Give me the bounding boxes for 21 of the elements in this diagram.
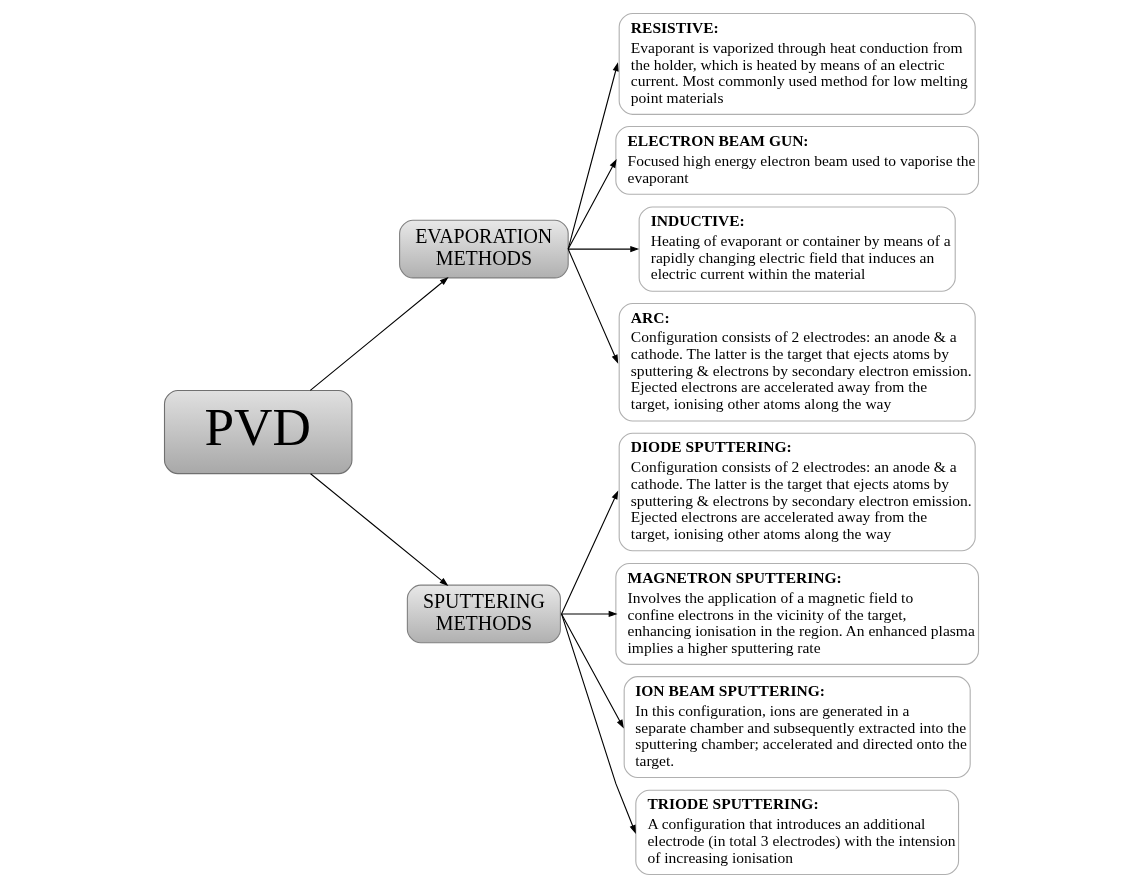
arrow bbox=[567, 61, 619, 250]
node-box: ELECTRON BEAM GUN: Focused high energy electron beam used to vaporise the evaporant bbox=[615, 125, 980, 195]
node-box: TRIODE SPUTTERING: A configuration that introduces an additional electrode (in total 3 electrodes) with the intension of increasing ionisation bbox=[635, 789, 960, 875]
arrow bbox=[560, 612, 636, 834]
arrow bbox=[567, 158, 617, 250]
arrow bbox=[309, 276, 449, 391]
arrow bbox=[567, 245, 640, 252]
node-box: ION BEAM SPUTTERING: In this configuration, ions are generated in a separate chamber and subsequently extracted into the sputtering chamber; accelerated and directed onto the target. bbox=[623, 675, 971, 778]
node-box: PVD bbox=[163, 389, 353, 474]
arrow bbox=[310, 472, 449, 586]
node-box: SPUTTERING METHODS bbox=[406, 584, 561, 643]
arrow bbox=[560, 610, 618, 617]
arrow bbox=[560, 612, 624, 729]
arrow bbox=[567, 248, 619, 364]
node-box: DIODE SPUTTERING: Configuration consists of 2 electrodes: an anode & a cathode. The latter is the target that ejects atoms by sputtering & electrons by secondary electron emission. Ejected electrons are accelerated away from the target, ionising other atoms along the way bbox=[618, 432, 976, 551]
node-box: MAGNETRON SPUTTERING: Involves the application of a magnetic field to confine electrons in the vicinity of the target, enhancing ionisation in the region. An enhanced plasma implies a higher sputtering rate bbox=[615, 562, 980, 665]
arrow bbox=[560, 489, 619, 614]
node-box: EVAPORATION METHODS bbox=[399, 219, 569, 278]
node-box: RESISTIVE: Evaporant is vaporized through heat conduction from the holder, which is heated by means of an electric current. Most commonly used method for low melting point materials bbox=[618, 12, 976, 115]
node-box: INDUCTIVE: Heating of evaporant or container by means of a rapidly changing electric field that induces an electric current within the material bbox=[638, 205, 956, 292]
node-box: ARC: Configuration consists of 2 electrodes: an anode & a cathode. The latter is the target that ejects atoms by sputtering & electrons by secondary electron emission. Ejected electrons are accelerated away from the target, ionising other atoms along the way bbox=[618, 302, 976, 422]
